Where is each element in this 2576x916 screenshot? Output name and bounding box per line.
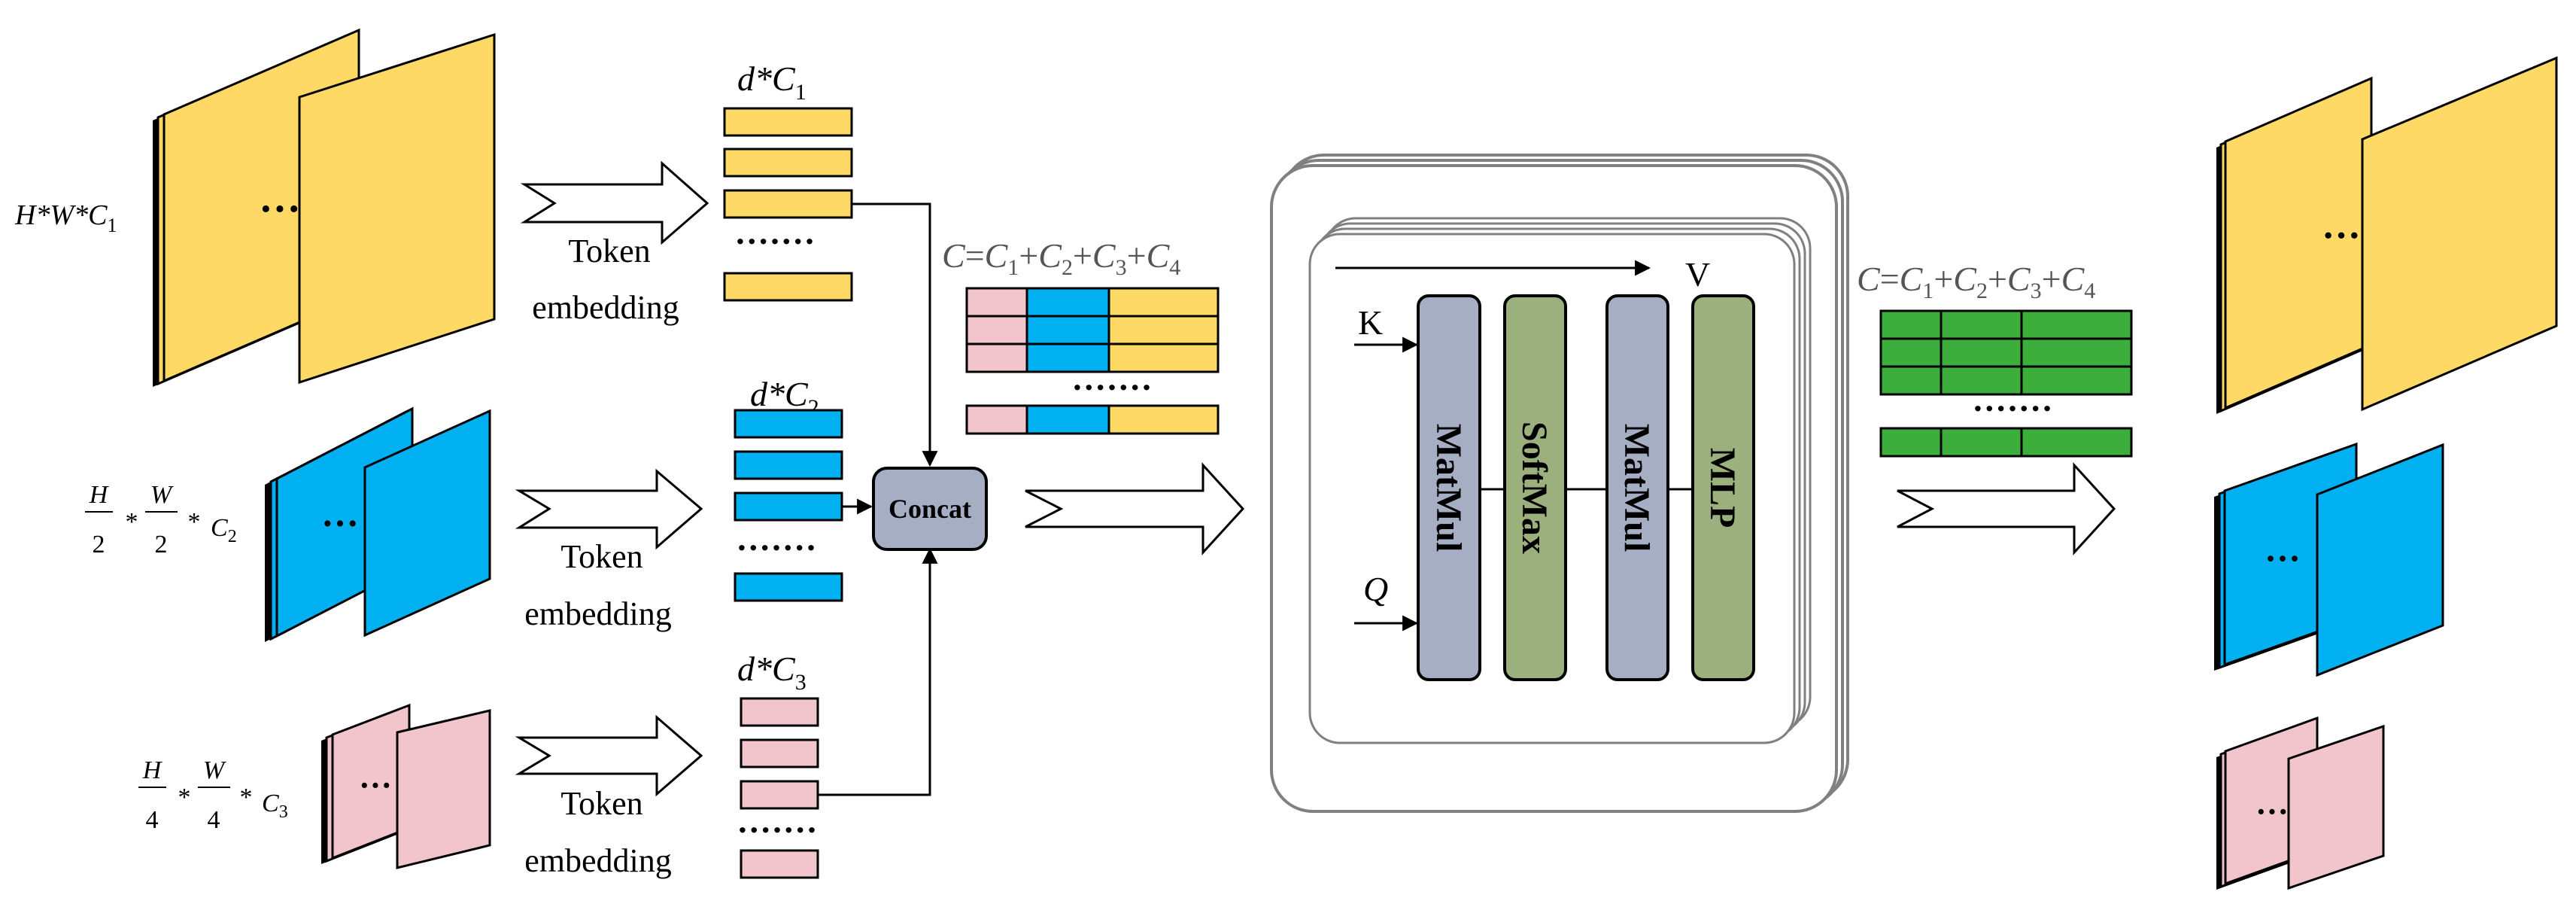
svg-text:embedding: embedding <box>524 842 672 879</box>
svg-text:embedding: embedding <box>524 595 672 632</box>
svg-text:d*C1: d*C1 <box>737 59 807 105</box>
input-featuremap-yellow: ··· <box>153 28 496 387</box>
concat-formula: C=C1+C2+C3+C4 <box>942 236 1180 280</box>
softmax-block: SoftMax <box>1503 294 1567 681</box>
svg-text:C3: C3 <box>262 790 288 822</box>
matmul-block-1: MatMul <box>1417 294 1481 681</box>
token-group-blue: d*C2 ······· <box>734 375 843 602</box>
svg-text:·······: ······· <box>736 528 816 567</box>
attention-connectors <box>1335 260 1693 631</box>
concat-token-dots: ······· <box>1071 368 1152 406</box>
svg-text:H: H <box>89 481 110 509</box>
embedding-arrow-3: Token embedding <box>515 714 703 879</box>
svg-text:H: H <box>142 756 163 784</box>
svg-text:Token: Token <box>560 538 642 575</box>
svg-text:Token: Token <box>560 785 642 822</box>
svg-text:W: W <box>150 481 174 509</box>
output-formula: C=C1+C2+C3+C4 <box>1857 260 2095 303</box>
output-featuremap-pink: ··· <box>2216 716 2385 890</box>
concat-node: Concat <box>872 467 988 551</box>
svg-text:MLP: MLP <box>1703 448 1742 528</box>
arrow-to-transformer <box>1025 462 1245 555</box>
svg-text:SoftMax: SoftMax <box>1514 421 1554 554</box>
output-ellipsis-yellow: ··· <box>2322 215 2361 257</box>
concat-token-bars <box>965 287 1220 435</box>
svg-text:MatMul: MatMul <box>1429 424 1469 552</box>
token-group-pink: d*C3 ······· <box>737 650 819 879</box>
mlp-block: MLP <box>1691 294 1755 681</box>
arrow-to-outputs <box>1897 462 2116 555</box>
svg-text:*: * <box>188 508 201 536</box>
output-token-dots: ······· <box>1972 389 2052 428</box>
token-group-yellow: d*C1 ······· <box>723 59 853 302</box>
v-label: V <box>1685 255 1710 294</box>
matmul-block-2: MatMul <box>1605 294 1669 681</box>
dim-label-pink: H 4 * W 4 * C3 <box>138 756 288 834</box>
ellipsis-pink: ··· <box>359 767 392 804</box>
output-ellipsis-blue: ··· <box>2265 539 2301 579</box>
output-token-bars <box>1879 309 2133 458</box>
concat-connectors <box>818 202 938 796</box>
svg-text:Token: Token <box>568 233 650 269</box>
dim-label-yellow: H*W*C1 <box>14 199 117 236</box>
svg-text:Concat: Concat <box>889 494 971 524</box>
svg-text:*: * <box>240 784 253 811</box>
svg-text:*: * <box>178 784 191 811</box>
svg-text:·······: ······· <box>737 811 817 849</box>
k-label: K <box>1358 303 1383 342</box>
svg-text:4: 4 <box>208 806 220 834</box>
svg-text:2: 2 <box>93 531 105 558</box>
output-featuremap-blue: ··· <box>2214 442 2444 677</box>
svg-text:C2: C2 <box>211 514 237 546</box>
svg-text:4: 4 <box>146 806 159 834</box>
embedding-arrow-1: Token embedding <box>520 160 709 326</box>
input-featuremap-pink: ··· <box>321 703 491 869</box>
q-label: Q <box>1363 570 1388 608</box>
ellipsis-yellow: ··· <box>259 186 301 233</box>
svg-text:W: W <box>203 756 226 784</box>
ellipsis-blue: ··· <box>321 502 359 544</box>
svg-text:*: * <box>126 508 138 536</box>
output-ellipsis-pink: ··· <box>2256 793 2289 830</box>
svg-text:2: 2 <box>155 531 168 558</box>
svg-text:MatMul: MatMul <box>1617 424 1657 552</box>
svg-text:embedding: embedding <box>532 289 679 326</box>
output-featuremap-yellow: ··· <box>2216 56 2558 414</box>
svg-text:·······: ······· <box>734 222 815 260</box>
svg-text:d*C3: d*C3 <box>737 650 807 695</box>
input-featuremap-blue: ··· <box>265 406 491 642</box>
embedding-arrow-2: Token embedding <box>515 468 703 632</box>
dim-label-blue: H 2 * W 2 * C2 <box>85 481 237 558</box>
